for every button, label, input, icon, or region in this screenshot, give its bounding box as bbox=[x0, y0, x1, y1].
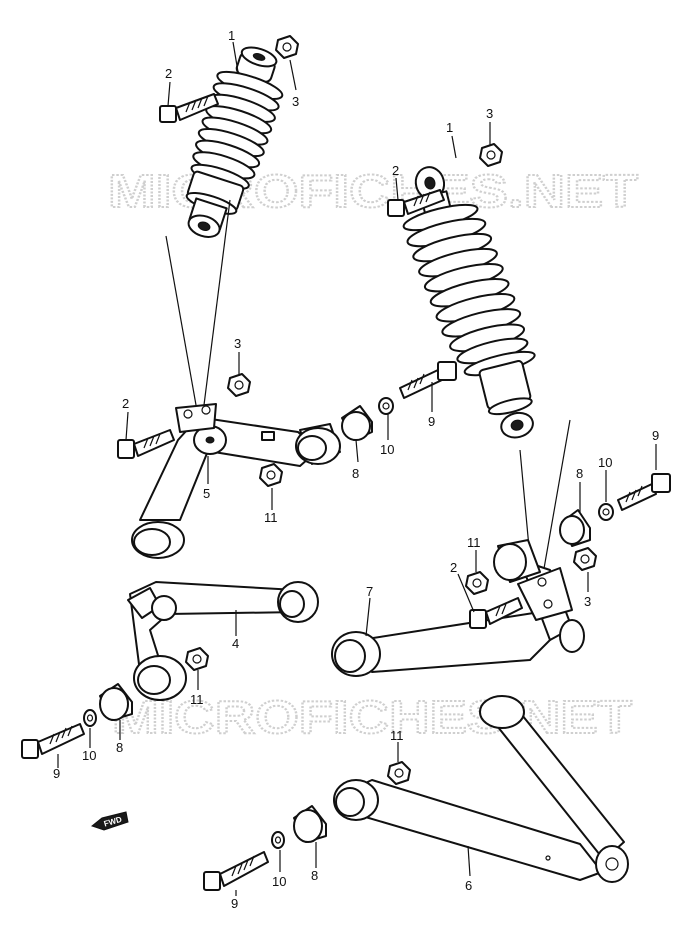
nut-11-arm6 bbox=[387, 761, 411, 785]
leader-lines bbox=[57, 41, 657, 896]
callout-8-arm6: 8 bbox=[311, 868, 318, 883]
nut-3-right-top bbox=[479, 143, 503, 167]
bolt-9-arm7 bbox=[617, 473, 671, 511]
callout-11-arm7: 11 bbox=[467, 535, 481, 550]
callout-9-arm4: 9 bbox=[53, 766, 60, 781]
callout-10-arm5: 10 bbox=[380, 442, 394, 457]
callout-3-arm7: 3 bbox=[584, 594, 591, 609]
bushing-8-arm5 bbox=[341, 405, 373, 441]
washer-10-arm4 bbox=[83, 709, 97, 727]
callout-9-arm6: 9 bbox=[231, 896, 238, 911]
callout-2-arm5: 2 bbox=[122, 396, 129, 411]
bolt-9-arm4 bbox=[21, 723, 85, 759]
nut-11-arm7 bbox=[465, 571, 489, 595]
nut-3-left-top bbox=[275, 35, 299, 59]
bushing-8-arm4 bbox=[99, 683, 133, 721]
watermark-bottom: MICROFICHES.NET bbox=[112, 691, 632, 743]
arm-6 bbox=[333, 695, 629, 883]
bolt-2-right-top bbox=[387, 189, 445, 217]
callout-4: 4 bbox=[232, 636, 239, 651]
washer-10-arm5 bbox=[378, 397, 394, 415]
callout-1-left: 1 bbox=[228, 28, 235, 43]
nut-11-arm5 bbox=[259, 463, 283, 487]
callout-8-arm7: 8 bbox=[576, 466, 583, 481]
bushing-8-arm6 bbox=[293, 805, 327, 843]
arm-7 bbox=[331, 539, 585, 677]
callout-numbers: 1 2 3 1 2 3 3 2 9 10 8 5 11 9 10 8 11 2 … bbox=[53, 28, 659, 911]
callout-11-arm5: 11 bbox=[264, 510, 278, 525]
callout-3-right: 3 bbox=[486, 106, 493, 121]
callout-6: 6 bbox=[465, 878, 472, 893]
forward-arrow-icon: FWD bbox=[90, 811, 129, 831]
washer-10-arm7 bbox=[598, 503, 614, 521]
arm-4 bbox=[127, 581, 319, 701]
callout-11-arm6: 11 bbox=[390, 728, 404, 743]
arm-5 bbox=[131, 403, 341, 559]
callout-3-arm5: 3 bbox=[234, 336, 241, 351]
callout-9-arm7: 9 bbox=[652, 428, 659, 443]
callout-2-right: 2 bbox=[392, 163, 399, 178]
callout-2-left: 2 bbox=[165, 66, 172, 81]
washer-10-arm6 bbox=[271, 831, 285, 849]
bolt-9-arm6 bbox=[203, 851, 269, 891]
bolt-2-arm5 bbox=[117, 429, 175, 459]
shock-absorber-right bbox=[402, 166, 536, 439]
bolt-9-arm5 bbox=[399, 361, 457, 399]
callout-7: 7 bbox=[366, 584, 373, 599]
callout-10-arm7: 10 bbox=[598, 455, 612, 470]
bolt-2-arm7 bbox=[469, 597, 523, 629]
callout-11-arm4: 11 bbox=[190, 692, 204, 707]
callout-8-arm4: 8 bbox=[116, 740, 123, 755]
nut-3-arm7 bbox=[573, 547, 597, 571]
bushing-8-arm7 bbox=[559, 509, 591, 547]
callout-3-left: 3 bbox=[292, 94, 299, 109]
shock-absorber-left bbox=[185, 46, 284, 238]
callout-10-arm4: 10 bbox=[82, 748, 96, 763]
nut-3-arm5 bbox=[227, 373, 251, 397]
callout-8-arm5: 8 bbox=[352, 466, 359, 481]
callout-1-right: 1 bbox=[446, 120, 453, 135]
callout-10-arm6: 10 bbox=[272, 874, 286, 889]
callout-2-arm7: 2 bbox=[450, 560, 457, 575]
callout-9-arm5: 9 bbox=[428, 414, 435, 429]
callout-5: 5 bbox=[203, 486, 210, 501]
nut-11-arm4 bbox=[185, 647, 209, 671]
